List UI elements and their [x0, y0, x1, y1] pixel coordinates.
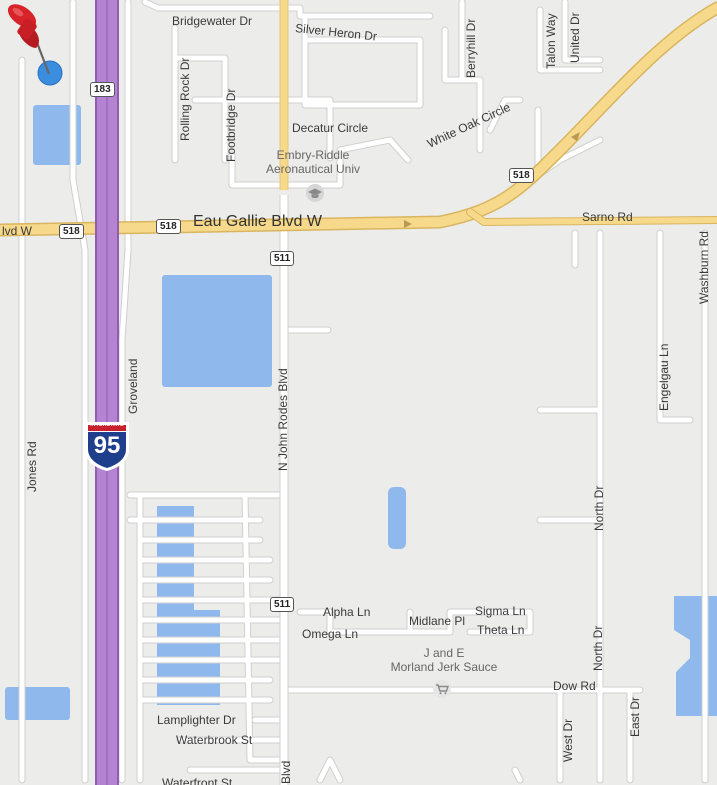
road-label-sarno: Sarno Rd: [582, 210, 633, 224]
road-label-bridgewater: Bridgewater Dr: [172, 14, 253, 28]
road-label-jones: Jones Rd: [25, 441, 39, 492]
road-label-eau-gallie-west: lvd W: [2, 224, 32, 238]
road-label-waterfront: Waterfront St: [162, 776, 233, 785]
minor-roads: [18, 0, 709, 784]
road-label-waterbrook: Waterbrook St: [176, 733, 253, 747]
poi-label-jerk-sauce[interactable]: J and E Morland Jerk Sauce: [390, 646, 498, 674]
lake-central: [162, 275, 272, 387]
road-label-washburn: Washburn Rd: [697, 231, 711, 304]
pin-needle: [34, 39, 51, 75]
lake-southwest-edge: [5, 687, 70, 720]
interstate-number: 95: [93, 432, 121, 459]
pond-small: [388, 487, 406, 549]
interstate-95: [95, 0, 119, 785]
road-label-theta: Theta Ln: [477, 623, 525, 637]
road-label-talon-way: Talon Way: [544, 13, 558, 69]
road-label-midlane: Midlane Pl: [409, 614, 466, 628]
pushpin-icon[interactable]: [0, 0, 72, 92]
road-label-engelgau: Engelgau Ln: [657, 343, 671, 411]
lake-southwest: [157, 506, 220, 705]
eau-gallie-road: [0, 1, 717, 237]
graduation-cap-icon[interactable]: [305, 183, 325, 203]
road-label-sigma: Sigma Ln: [475, 604, 526, 618]
route-shield-518-mid: 518: [156, 219, 181, 234]
road-label-john-rodes-bottom: Blvd: [279, 760, 293, 784]
road-label-dow: Dow Rd: [553, 679, 596, 693]
interstate-shield-icon: [85, 422, 129, 471]
route-shield-183: 183: [90, 82, 115, 97]
road-label-east-dr: East Dr: [628, 696, 642, 737]
route-shield-518-ne: 518: [509, 168, 534, 183]
interstate-95-shield: INTERSTATE 95: [84, 421, 130, 471]
road-label-north-dr-2: North Dr: [591, 625, 605, 671]
road-label-john-rodes: N John Rodes Blvd: [276, 368, 290, 471]
poi-label-university[interactable]: Embry-Riddle Aeronautical Univ: [265, 148, 361, 176]
direction-arrows: [404, 132, 580, 228]
interstate-banner-text: INTERSTATE: [90, 422, 124, 428]
road-label-lamplighter: Lamplighter Dr: [157, 713, 236, 727]
route-shield-511-north: 511: [270, 251, 295, 266]
lake-northwest: [33, 105, 81, 165]
road-label-united: United Dr: [568, 12, 582, 63]
shopping-cart-icon[interactable]: [432, 679, 452, 699]
road-label-omega: Omega Ln: [302, 627, 359, 641]
route-shield-518-west: 518: [59, 224, 84, 239]
road-label-eau-gallie: Eau Gallie Blvd W: [193, 213, 322, 230]
road-label-west-dr: West Dr: [561, 718, 575, 762]
location-dot: [37, 60, 63, 86]
road-label-footbridge: Footbridge Dr: [224, 88, 238, 162]
road-label-decatur: Decatur Circle: [292, 121, 369, 135]
road-label-rolling-rock: Rolling Rock Dr: [178, 57, 192, 141]
route-shield-511-south: 511: [270, 597, 295, 612]
road-label-alpha: Alpha Ln: [323, 605, 371, 619]
road-label-north-dr-1: North Dr: [592, 485, 606, 531]
road-label-berryhill: Berryhill Dr: [464, 18, 478, 78]
road-label-groveland: Groveland: [126, 358, 140, 414]
